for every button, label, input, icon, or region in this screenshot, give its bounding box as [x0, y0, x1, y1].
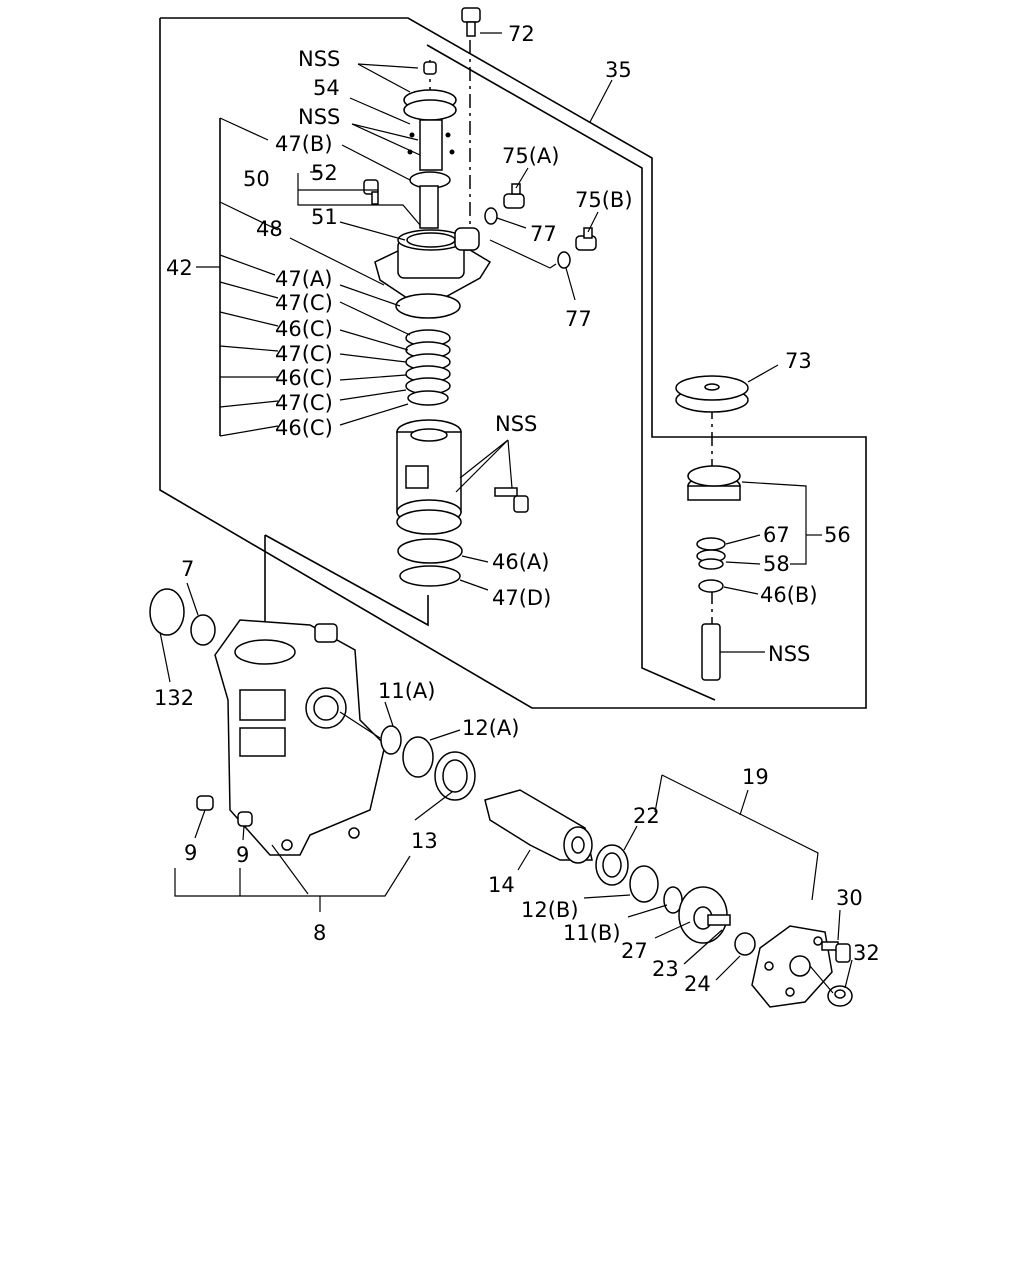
- label-7: 7: [181, 557, 194, 581]
- seal-67-58: [696, 537, 726, 570]
- part-labels: 72 35 NSS 54 NSS 47(B) 52 50 51 48 75(A)…: [154, 22, 880, 996]
- label-51: 51: [311, 205, 338, 229]
- label-35: 35: [605, 58, 632, 82]
- label-46c-3: 46(C): [275, 416, 333, 440]
- label-32: 32: [853, 941, 880, 965]
- label-9-b: 9: [236, 843, 249, 867]
- snap-ring-11a: [380, 725, 402, 755]
- stud-nss: [701, 623, 721, 681]
- label-50: 50: [243, 167, 270, 191]
- label-48: 48: [256, 217, 283, 241]
- fitting-75a: [503, 183, 525, 209]
- label-30: 30: [836, 886, 863, 910]
- label-23: 23: [652, 957, 679, 981]
- label-54: 54: [313, 76, 340, 100]
- nut-32: [827, 985, 853, 1007]
- label-46c-1: 46(C): [275, 317, 333, 341]
- seal-stack-46c-47c: [395, 293, 461, 406]
- washer-77-b: [557, 251, 571, 269]
- label-52: 52: [311, 161, 338, 185]
- oring-46b: [698, 579, 724, 593]
- label-24: 24: [684, 972, 711, 996]
- label-47a: 47(A): [275, 267, 332, 291]
- label-67: 67: [763, 523, 790, 547]
- label-47c-2: 47(C): [275, 342, 333, 366]
- valve-stem-54: [403, 61, 457, 229]
- bearing-22: [595, 844, 629, 886]
- label-72: 72: [508, 22, 535, 46]
- plug-9-b: [237, 811, 253, 827]
- label-58: 58: [763, 552, 790, 576]
- label-47b: 47(B): [275, 132, 333, 156]
- label-47c-3: 47(C): [275, 391, 333, 415]
- label-46a: 46(A): [492, 550, 549, 574]
- label-9-a: 9: [184, 841, 197, 865]
- assembly-boundary-frames: [159, 17, 867, 709]
- adjuster-56: [687, 465, 741, 501]
- label-47c-1: 47(C): [275, 291, 333, 315]
- label-46c-2: 46(C): [275, 366, 333, 390]
- side-cover-19: [751, 925, 833, 1008]
- label-22: 22: [633, 804, 660, 828]
- bolt-30: [821, 941, 851, 963]
- label-19: 19: [742, 765, 769, 789]
- label-56: 56: [824, 523, 851, 547]
- valve-body-51: [374, 227, 492, 301]
- seal-12a: [402, 736, 434, 778]
- seal-132: [149, 588, 185, 636]
- ring-46a: [397, 538, 463, 564]
- bolt-nss: [494, 487, 529, 513]
- cap-73: [675, 375, 749, 413]
- seal-12b: [629, 865, 659, 903]
- label-nss-middle: NSS: [495, 412, 537, 436]
- bolt-72: [461, 7, 481, 37]
- label-132: 132: [154, 686, 194, 710]
- leader-lines: [159, 32, 853, 994]
- oring-7: [190, 614, 216, 646]
- label-nss-top: NSS: [298, 47, 340, 71]
- label-11b: 11(B): [563, 921, 621, 945]
- label-77-a: 77: [530, 222, 557, 246]
- label-11a: 11(A): [378, 679, 435, 703]
- label-75a: 75(A): [502, 144, 559, 168]
- label-nss-second: NSS: [298, 105, 340, 129]
- label-12a: 12(A): [462, 716, 519, 740]
- label-12b: 12(B): [521, 898, 579, 922]
- sector-shaft-14: [484, 789, 593, 864]
- label-47d: 47(D): [492, 586, 551, 610]
- plug-9-a: [196, 795, 214, 811]
- label-77-b: 77: [565, 307, 592, 331]
- label-13: 13: [411, 829, 438, 853]
- fitting-75b: [575, 227, 597, 251]
- label-42: 42: [166, 256, 193, 280]
- washer-77-a: [484, 207, 498, 225]
- label-14: 14: [488, 873, 515, 897]
- bearing-13: [434, 751, 476, 801]
- label-27: 27: [621, 939, 648, 963]
- label-73: 73: [785, 349, 812, 373]
- gear-housing-8: [214, 619, 386, 856]
- label-75b: 75(B): [575, 188, 633, 212]
- lock-nut-24: [734, 932, 756, 956]
- label-46b: 46(B): [760, 583, 818, 607]
- ring-47d: [399, 565, 461, 587]
- label-nss-right: NSS: [768, 642, 810, 666]
- piston-block: [396, 419, 462, 535]
- label-8: 8: [313, 921, 326, 945]
- screw-52: [363, 179, 379, 205]
- adjust-screw-23: [693, 906, 731, 930]
